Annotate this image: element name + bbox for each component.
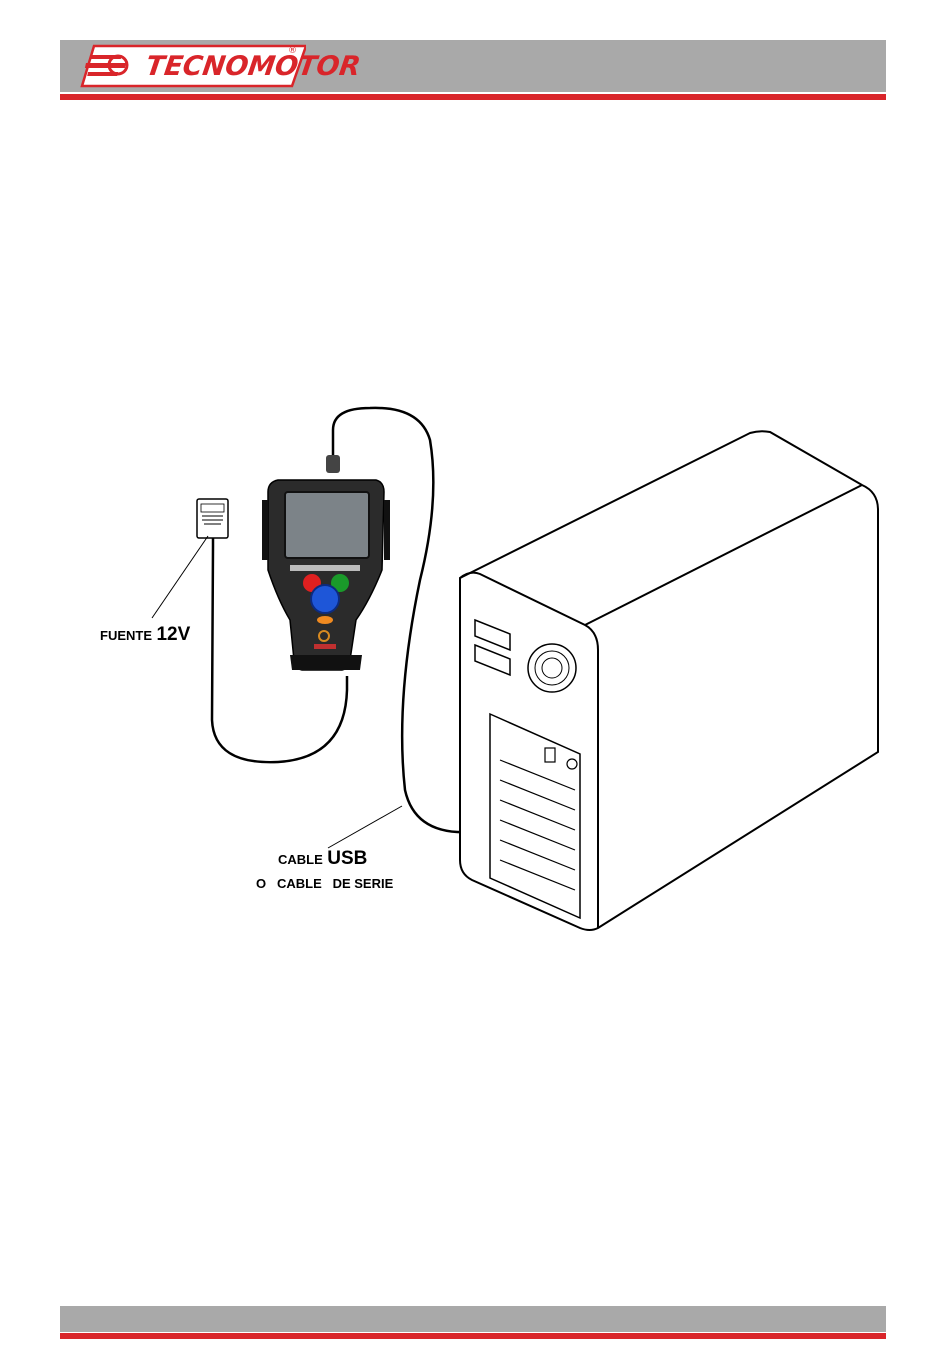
cable-alt-serie: DE SERIE xyxy=(333,876,394,891)
footer-accent-line xyxy=(60,1333,886,1339)
computer-tower-icon xyxy=(460,431,878,930)
power-label-big: 12V xyxy=(156,624,190,645)
footer-bar xyxy=(60,1306,886,1332)
cable-label: CABLE USB xyxy=(278,848,367,870)
power-supply-icon xyxy=(197,499,228,546)
cable-label-big: USB xyxy=(327,848,367,869)
cable-label-small: CABLE xyxy=(278,852,323,867)
cable-alt-o: O xyxy=(256,876,266,891)
power-label-small: FUENTE xyxy=(100,628,152,643)
cable-alt-cable: CABLE xyxy=(277,876,322,891)
power-supply-label: FUENTE 12V xyxy=(100,624,190,646)
cable-alt-label: O CABLE DE SERIE xyxy=(256,876,393,891)
